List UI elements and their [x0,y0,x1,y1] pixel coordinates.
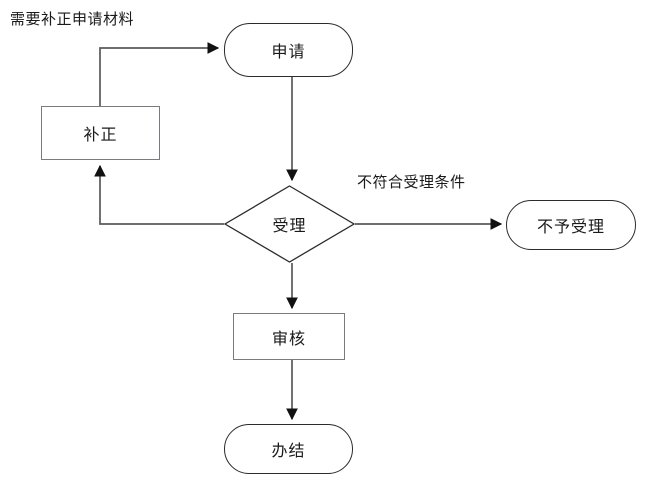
node-amend[interactable]: 补正 [41,106,160,160]
node-complete-label: 办结 [271,443,306,460]
edge-amend-apply [99,42,220,106]
node-reject-label: 不予受理 [536,219,605,236]
node-apply-label: 申请 [271,44,306,61]
edge-label-reject-condition: 不符合受理条件 [357,174,466,191]
node-accept-label: 受理 [272,218,307,235]
diamond-shape [223,185,356,263]
caption-amend-requirement: 需要补正申请材料 [10,11,135,28]
edge-accept-amend [94,164,224,225]
node-accept[interactable]: 受理 [223,185,356,263]
node-review-label: 审核 [271,330,306,348]
node-complete[interactable]: 办结 [224,424,353,474]
node-reject[interactable]: 不予受理 [506,200,636,250]
node-amend-label: 补正 [83,127,118,144]
node-review[interactable]: 审核 [233,313,345,360]
node-apply[interactable]: 申请 [224,23,353,77]
